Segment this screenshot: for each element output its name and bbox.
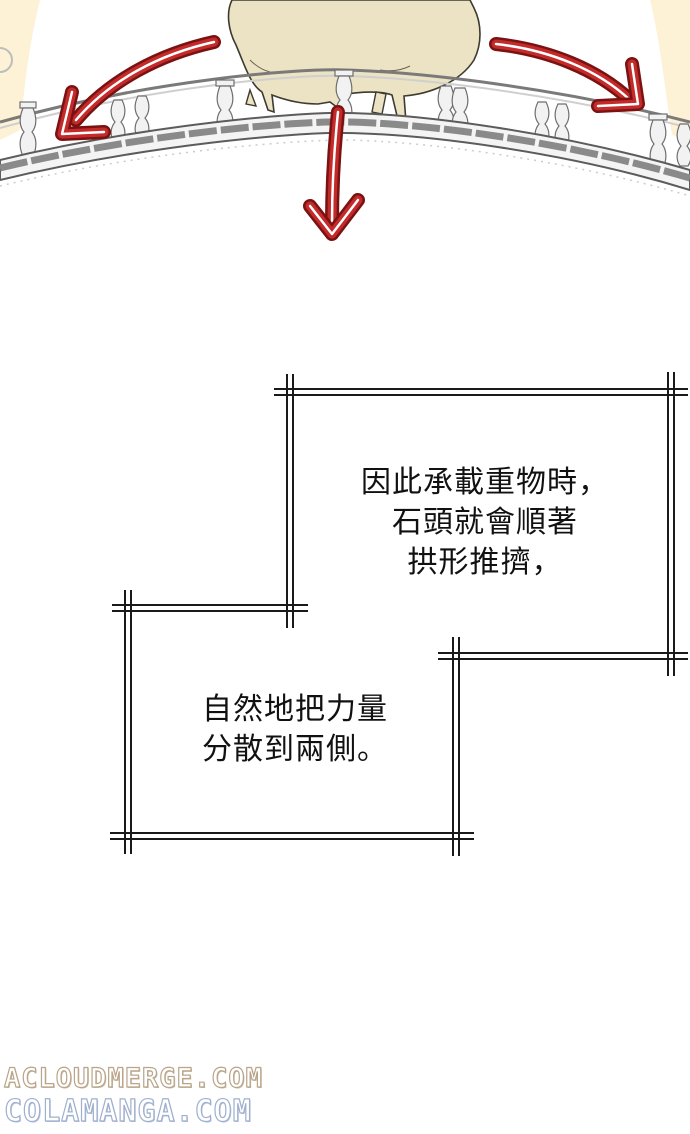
right-curved-arrow-icon bbox=[489, 37, 645, 113]
left-curved-arrow-icon bbox=[55, 35, 221, 141]
down-arrow-icon bbox=[303, 105, 365, 241]
arch-bridge-illustration bbox=[0, 0, 690, 241]
watermark-acloudmerge: ACLOUDMERGE.COM bbox=[3, 1062, 263, 1094]
lower-caption-text: 自然地把力量 分散到兩側。 bbox=[170, 690, 420, 770]
background-glow bbox=[0, 0, 690, 140]
upper-caption-frame bbox=[274, 372, 688, 676]
lower-caption-line-2: 分散到兩側。 bbox=[202, 732, 388, 767]
upper-caption-line-1: 因此承載重物時， bbox=[361, 465, 609, 500]
watermark-colamanga: COLAMANGA.COM bbox=[3, 1093, 252, 1129]
upper-caption-text: 因此承載重物時， 石頭就會順著 拱形推擠， bbox=[330, 463, 640, 583]
bridge-stone-deck bbox=[0, 111, 690, 197]
upper-caption-line-3: 拱形推擠， bbox=[407, 545, 563, 580]
upper-caption-line-2: 石頭就會順著 bbox=[392, 505, 578, 540]
caption-frames bbox=[110, 372, 688, 856]
lower-caption-line-1: 自然地把力量 bbox=[202, 692, 388, 727]
lower-caption-frame bbox=[110, 590, 474, 856]
